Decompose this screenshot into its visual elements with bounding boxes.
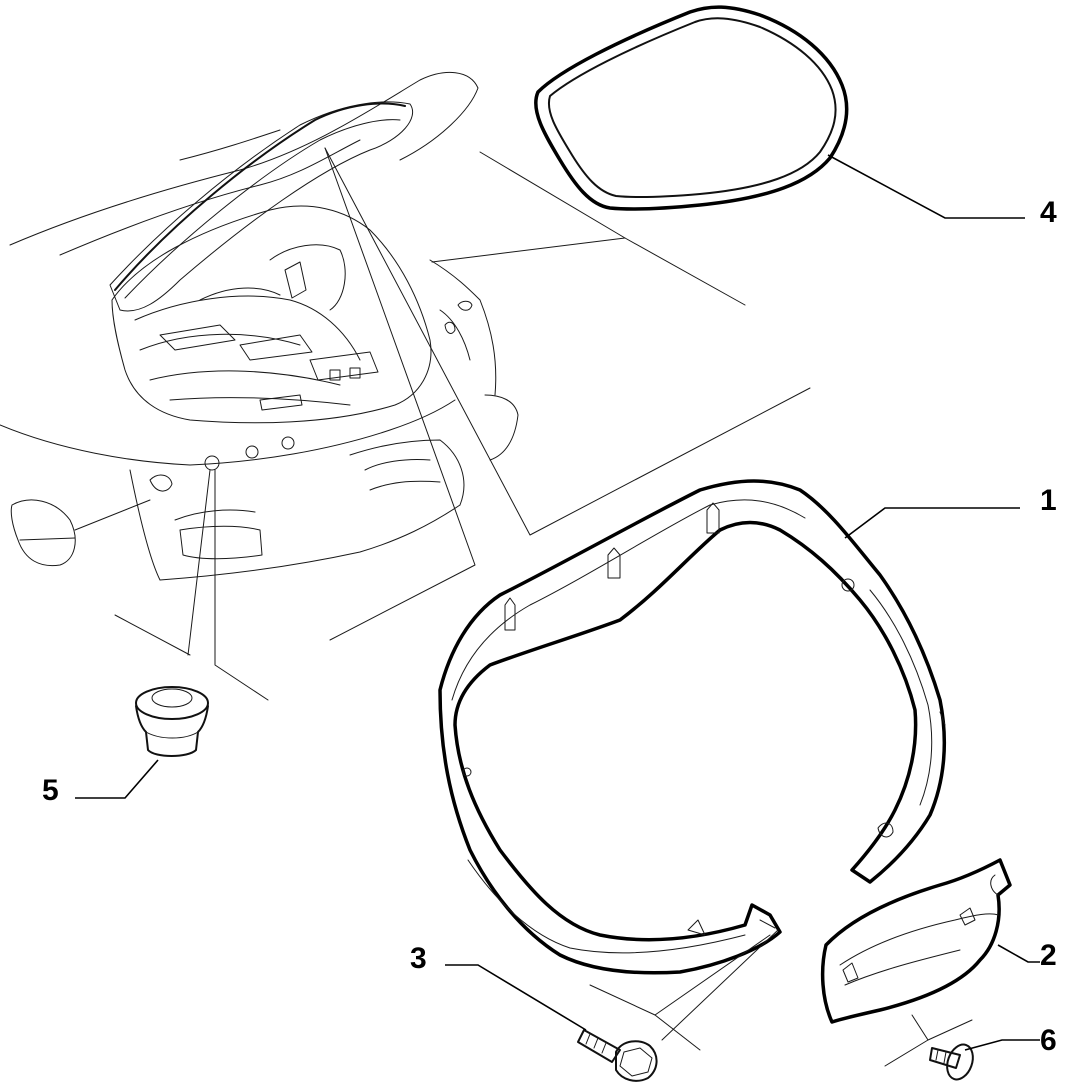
side-cover-panel (820, 858, 1012, 1024)
callout-3: 3 (410, 942, 427, 975)
callout-2: 2 (1040, 939, 1057, 972)
guide-lines (114, 147, 973, 1067)
callout-5: 5 (42, 774, 59, 807)
callout-labels: 1 2 3 4 5 6 (42, 196, 1057, 1057)
rubber-plug (135, 686, 209, 757)
callout-leaders (75, 154, 1040, 1051)
push-clip (929, 1043, 974, 1081)
car-rear-body (0, 71, 519, 581)
callout-4: 4 (1040, 196, 1057, 229)
callout-6: 6 (1040, 1024, 1057, 1057)
rear-window-glass (534, 5, 849, 211)
flange-bolt (577, 1029, 658, 1082)
callout-1: 1 (1040, 484, 1057, 517)
liftgate-trim-frame (438, 479, 947, 975)
